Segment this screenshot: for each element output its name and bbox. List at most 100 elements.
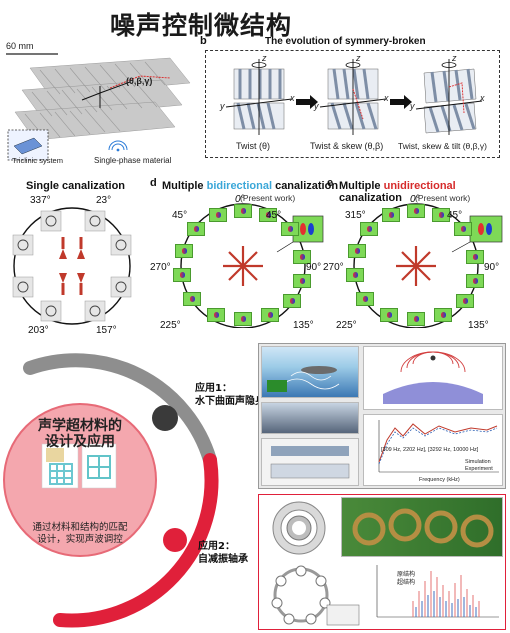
cage-sketch <box>271 565 360 626</box>
panel-c-title: Single canalization <box>26 180 126 192</box>
panel-d-title-pre: Multiple <box>162 180 207 192</box>
e-angle-135: 135° <box>468 320 489 331</box>
bearing-render <box>272 501 326 555</box>
d-angle-270: 270° <box>150 262 171 273</box>
d-angle-45-left: 45° <box>172 210 188 221</box>
axis-y-2: y <box>314 101 319 111</box>
e-angle-225: 225° <box>336 320 357 331</box>
app1-line-2: 水下曲面声隐身 <box>195 396 265 407</box>
field-tile <box>261 308 279 322</box>
panel-e-subtitle: (Present work) <box>415 193 471 203</box>
application-2-panel: 原结构 超结构 <box>258 494 506 630</box>
field-tile <box>434 308 452 322</box>
angle-23: 23° <box>96 195 112 206</box>
field-tile <box>380 308 398 322</box>
block-twist-skew-tilt <box>415 59 483 135</box>
application-2-label: 应用2： 自减振轴承 <box>198 540 248 566</box>
absorption-plot <box>378 420 499 473</box>
e-angle-45: 45° <box>447 210 463 221</box>
chart-range: [309 Hz, 2202 Hz], [3292 Hz, 10000 Hz] <box>381 447 479 453</box>
field-tile <box>454 222 472 236</box>
field-tile <box>407 204 425 218</box>
step-label-1: Twist (θ) <box>236 141 271 151</box>
d-angle-135: 135° <box>293 320 314 331</box>
metamaterial-render <box>6 53 191 161</box>
field-tile <box>293 274 311 288</box>
app1-line-1: 应用1： <box>195 383 232 394</box>
circle-description: 通过材料和结构的匹配 设计，实现声波调控 <box>16 522 144 546</box>
panel-e-title: Multiple unidirectional canalization <box>339 180 510 204</box>
scale-label: 60 mm <box>6 41 34 51</box>
circle-desc-line-1: 通过材料和结构的匹配 <box>32 522 128 533</box>
app2-line-2: 自减振轴承 <box>198 554 248 565</box>
field-tile <box>346 268 364 282</box>
field-tile <box>187 222 205 236</box>
e-angle-90: 90° <box>484 262 500 273</box>
axis-x-3: x <box>480 93 485 103</box>
legend-original: 原结构 <box>397 572 416 578</box>
e-angle-0: 0° <box>410 194 420 205</box>
e-angle-315: 315° <box>345 210 366 221</box>
bearing-cage-photo <box>352 508 494 548</box>
angle-337: 337° <box>30 195 51 206</box>
single-canalization-diagram <box>12 207 132 325</box>
panel-d-subtitle: (Present work) <box>240 193 296 203</box>
field-tile <box>209 208 227 222</box>
step-label-2: Twist & skew (θ,β) <box>310 141 384 151</box>
panel-e-diagram <box>340 202 505 328</box>
panel-b-letter: b <box>200 35 207 47</box>
d-angle-90: 90° <box>306 262 322 273</box>
field-tile <box>234 204 252 218</box>
block-twist <box>225 59 293 135</box>
field-tile <box>175 244 193 258</box>
field-tile <box>293 250 311 264</box>
axis-z-3: z <box>452 53 457 63</box>
field-tile <box>207 308 225 322</box>
legend-meta: 超结构 <box>397 580 416 586</box>
cloak-sketch <box>383 351 483 404</box>
circle-title: 声学超材料的 设计及应用 <box>28 418 132 450</box>
symmetry-evolution-diagram <box>225 59 483 135</box>
application-1-panel: [309 Hz, 2202 Hz], [3292 Hz, 10000 Hz] S… <box>258 343 506 489</box>
field-tile <box>456 294 474 308</box>
circle-title-line-2: 设计及应用 <box>45 434 115 450</box>
chart-xlabel: Frequency (kHz) <box>419 477 460 483</box>
panel-a: 60 mm (θ,β,γ) Triclinic <box>0 38 200 165</box>
field-tile <box>407 312 425 326</box>
pipe-sketch <box>270 446 350 479</box>
field-tile <box>466 274 484 288</box>
field-tile <box>259 208 277 222</box>
field-tile <box>234 312 252 326</box>
d-angle-225: 225° <box>160 320 181 331</box>
panel-b-frame: z x y z x y z x y Twist (θ) Twist & skew… <box>205 50 500 158</box>
material-label: Single-phase material <box>94 156 172 165</box>
field-tile <box>360 222 378 236</box>
field-tile <box>348 244 366 258</box>
panel-d-title: Multiple bidirectional canalization <box>162 180 338 192</box>
field-tile <box>356 292 374 306</box>
vibration-chart <box>376 565 499 618</box>
application-1-label: 应用1： 水下曲面声隐身 <box>195 382 265 408</box>
bottom-arc-graphic <box>3 353 219 628</box>
absorption-chart <box>363 414 503 486</box>
panel-d-diagram <box>165 202 325 328</box>
step-label-3: Twist, skew & tilt (θ,β,γ) <box>398 141 487 151</box>
axis-x-1: x <box>290 93 295 103</box>
circle-title-line-1: 声学超材料的 <box>38 418 122 434</box>
ship-model-photo <box>261 402 359 434</box>
system-label: Triclinic system <box>12 156 63 165</box>
e-angle-270: 270° <box>323 262 344 273</box>
angle-157: 157° <box>96 325 117 336</box>
field-tile <box>432 208 450 222</box>
field-tile <box>281 222 299 236</box>
panel-e-title-post: canalization <box>339 192 402 204</box>
page-title: 噪声控制微结构 <box>110 11 293 40</box>
panel-d-letter: d <box>150 177 157 189</box>
axis-y-3: y <box>410 101 415 111</box>
legend-experiment: Experiment <box>465 466 493 472</box>
params-label: (θ,β,γ) <box>126 76 153 86</box>
field-tile <box>183 292 201 306</box>
axis-x-2: x <box>384 93 389 103</box>
submarine-icon <box>267 366 340 392</box>
axis-y-1: y <box>220 101 225 111</box>
